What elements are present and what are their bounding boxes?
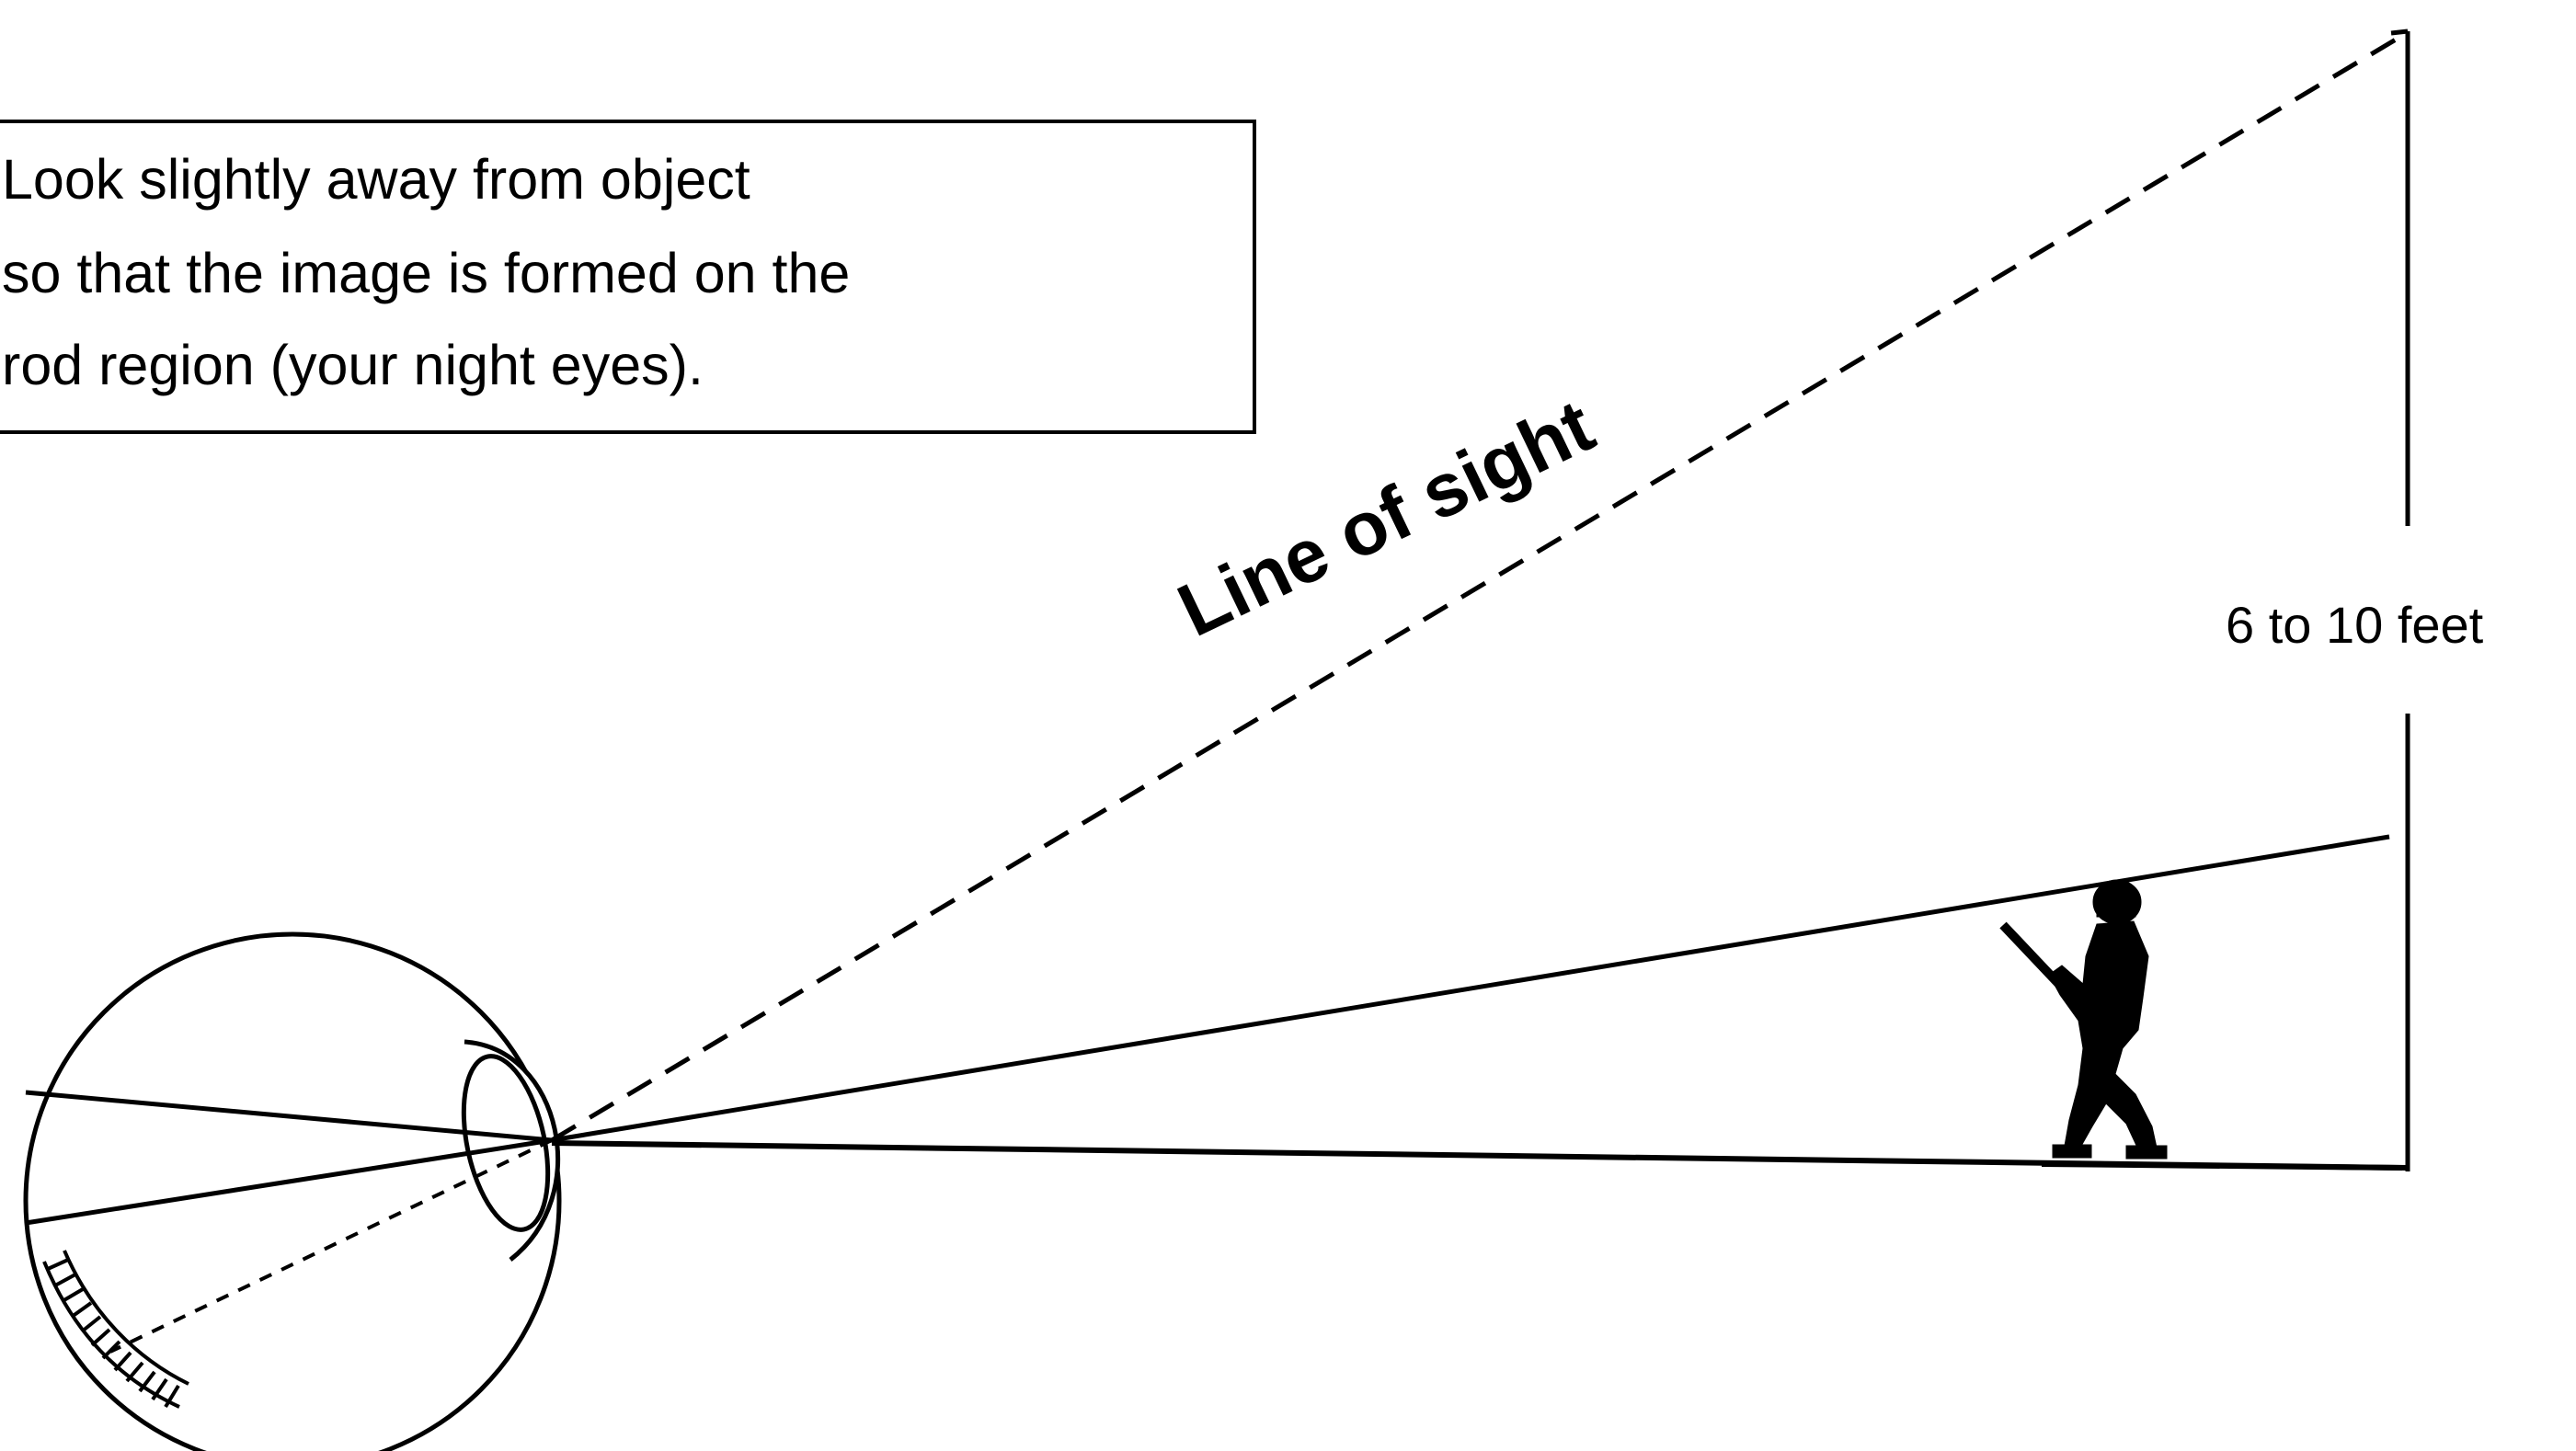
height-range-label: 6 to 10 feet bbox=[2226, 596, 2576, 655]
inner-ray-dashed-to-rods bbox=[109, 1138, 553, 1354]
line-of-sight-dashed bbox=[550, 34, 2402, 1143]
ray-to-object-top bbox=[551, 834, 2390, 1143]
instruction-line: Look slightly away from object bbox=[2, 148, 750, 211]
inner-ray-lower bbox=[25, 1137, 553, 1226]
inner-ray-upper bbox=[25, 1090, 553, 1143]
instruction-box: Look slightly away from object so that t… bbox=[0, 120, 1256, 434]
height-indicator-top-tick bbox=[2390, 29, 2409, 36]
ground-line bbox=[2041, 1161, 2410, 1171]
instruction-line: rod region (your night eyes). bbox=[2, 334, 704, 396]
instruction-line: so that the image is formed on the bbox=[2, 242, 851, 304]
rod-region-hatching bbox=[42, 1250, 189, 1409]
eyeball-outline bbox=[23, 931, 562, 1451]
person-silhouette bbox=[1999, 879, 2168, 1160]
lens bbox=[461, 1054, 551, 1232]
